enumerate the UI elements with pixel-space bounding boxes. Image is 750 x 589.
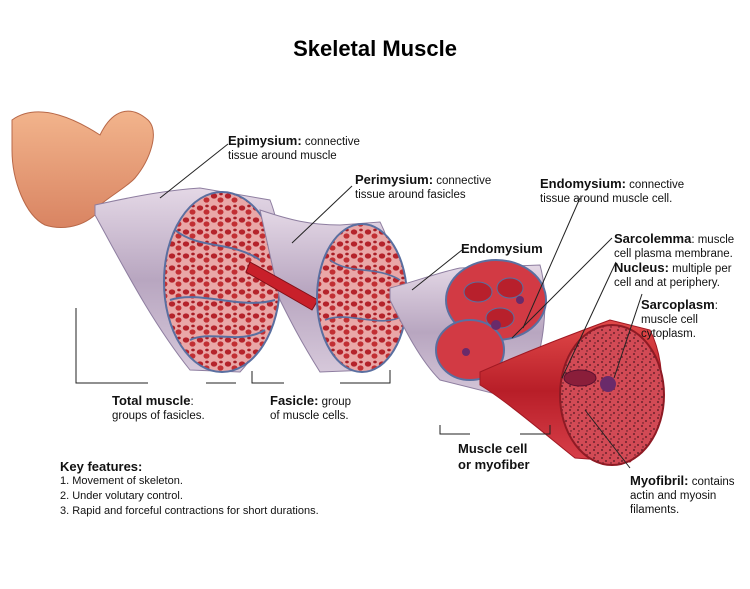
label-total-muscle: Total muscle: groups of fasicles.	[112, 394, 205, 423]
label-myofibril-desc3: filaments.	[630, 504, 680, 516]
key-features-heading: Key features:	[60, 459, 143, 474]
label-perimysium-desc2: tissue around fasicles	[355, 189, 466, 201]
label-endomysium-mid-term: Endomysium	[461, 241, 543, 256]
tendon-shape	[11, 110, 154, 228]
label-fasicle: Fasicle: group of muscle cells.	[270, 394, 351, 423]
label-perimysium-desc1: connective	[436, 175, 492, 187]
key-feature-item: 2. Under volutary control.	[60, 490, 183, 502]
label-epimysium-desc2: tissue around muscle	[228, 150, 337, 162]
label-nucleus-desc2: cell and at periphery.	[614, 277, 720, 289]
label-endomysium-top-desc1: connective	[629, 179, 685, 191]
label-total-muscle-desc1: :	[190, 396, 194, 408]
label-total-muscle-desc2: groups of fasicles.	[112, 410, 205, 422]
key-features: Key features: 1. Movement of skeleton. 2…	[60, 459, 319, 519]
label-perimysium: Perimysium: connective tissue around fas…	[355, 173, 491, 202]
label-nucleus-desc1: multiple per	[672, 263, 732, 275]
label-endomysium-top-desc2: tissue around muscle cell.	[540, 193, 673, 205]
label-perimysium-term: Perimysium:	[355, 172, 434, 187]
label-fasicle-term: Fasicle:	[270, 393, 319, 408]
label-sarcoplasm-desc3: cytoplasm.	[641, 328, 696, 340]
label-muscle-cell-line2: or myofiber	[458, 457, 530, 472]
label-nucleus-term: Nucleus:	[614, 260, 669, 275]
label-fasicle-desc2: of muscle cells.	[270, 410, 349, 422]
label-sarcolemma-term: Sarcolemma	[614, 231, 692, 246]
label-sarcoplasm-term: Sarcoplasm	[641, 297, 715, 312]
label-myofibril: Myofibril: contains actin and myosin fil…	[630, 474, 735, 517]
label-muscle-cell-line1: Muscle cell	[458, 441, 528, 456]
label-sarcolemma: Sarcolemma: muscle cell plasma membrane.	[614, 232, 734, 261]
leader-lines	[75, 143, 643, 469]
label-epimysium-desc1: connective	[304, 136, 360, 148]
label-epimysium-term: Epimysium:	[228, 133, 302, 148]
label-endomysium-top-term: Endomysium:	[540, 176, 626, 191]
label-myofibril-desc1: contains	[691, 476, 735, 488]
label-epimysium: Epimysium: connective tissue around musc…	[228, 134, 360, 163]
blood-vessel	[245, 261, 319, 311]
label-muscle-cell: Muscle cell or myofiber	[458, 441, 530, 473]
muscle-cell-lower	[435, 319, 505, 381]
myofiber-cross-section	[559, 324, 665, 466]
label-myofibril-term: Myofibril:	[630, 473, 689, 488]
label-sarcoplasm-desc2: muscle cell	[641, 314, 698, 326]
label-endomysium-top: Endomysium: connective tissue around mus…	[540, 177, 684, 206]
key-feature-item: 1. Movement of skeleton.	[60, 475, 183, 487]
nucleus-shape	[563, 369, 597, 387]
label-sarcolemma-desc2: cell plasma membrane.	[614, 248, 733, 260]
label-sarcoplasm-desc1: :	[714, 300, 718, 312]
label-nucleus: Nucleus: multiple per cell and at periph…	[614, 261, 732, 290]
label-fasicle-desc1: group	[321, 396, 352, 408]
page-title: Skeletal Muscle	[293, 36, 457, 61]
key-feature-item: 3. Rapid and forceful contractions for s…	[60, 505, 319, 517]
label-total-muscle-term: Total muscle	[112, 393, 191, 408]
label-sarcolemma-desc1: : muscle	[691, 234, 735, 246]
label-endomysium-mid: Endomysium	[461, 242, 543, 257]
label-myofibril-desc2: actin and myosin	[630, 490, 717, 502]
label-sarcoplasm: Sarcoplasm: muscle cell cytoplasm.	[641, 298, 718, 341]
